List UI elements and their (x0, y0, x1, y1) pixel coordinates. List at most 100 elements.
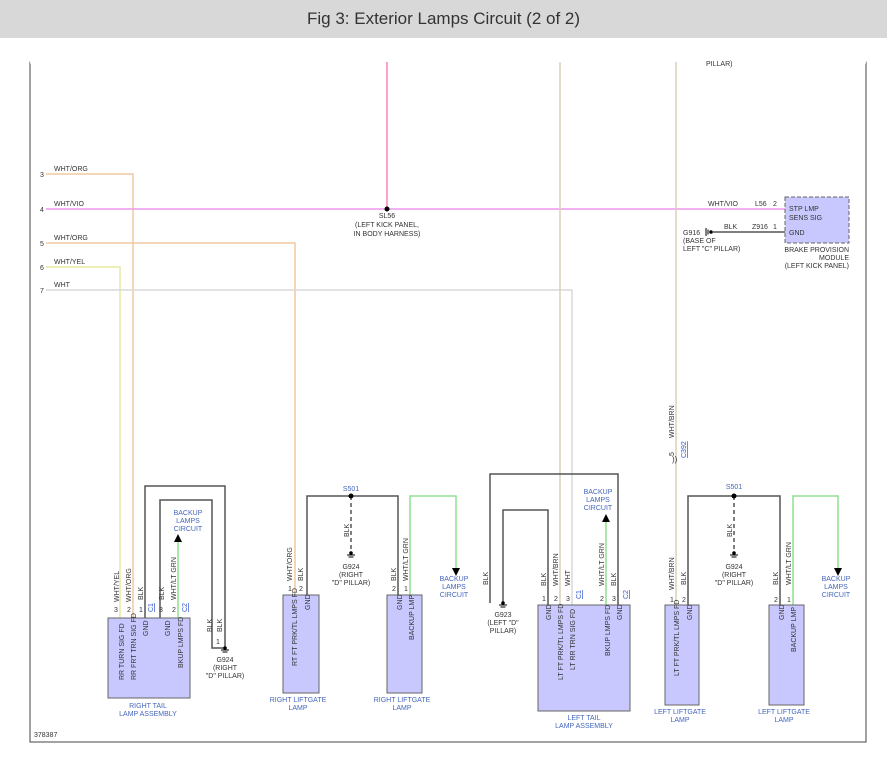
wire-5-color: WHT/ORG (54, 235, 88, 242)
rflp-name2: LAMP (288, 705, 307, 712)
lflp-func-1: LT FT PRK/TL LMPS FD (674, 600, 681, 676)
wire-blk-g923-a (489, 473, 619, 605)
rblp-pin-2: 1 (404, 586, 408, 593)
backup-circuit-2-line2: LAMPS (442, 584, 466, 591)
module-pin-a-num: 2 (773, 201, 777, 208)
wire-wht-vio-right: WHT/VIO (708, 201, 738, 208)
lflp-wire-1: WHT/BRN (669, 557, 676, 590)
sl56-name: SL56 (379, 213, 395, 220)
ltla-pin-5: 3 (612, 596, 616, 603)
g923-name: G923 (494, 612, 511, 619)
rflp-name1: RIGHT LIFTGATE (270, 697, 327, 704)
rtla-pin-3: 1 (139, 607, 143, 614)
rflp-wire-1: WHT/ORG (287, 547, 294, 581)
ground-g924-a-symbol (347, 551, 355, 558)
backup-circuit-3-line2: LAMPS (586, 497, 610, 504)
s501-a-blk: BLK (344, 523, 351, 537)
g924-c-line2: "D" PILLAR) (206, 673, 244, 680)
rblp-wire-1: BLK (391, 567, 398, 581)
ltla-wire-1: BLK (541, 572, 548, 586)
lblp-wire-1: BLK (773, 571, 780, 585)
g924-a-line2: "D" PILLAR) (332, 580, 370, 587)
right-tail-lamp-assembly (107, 617, 191, 699)
rtla-name1: RIGHT TAIL (129, 703, 167, 710)
rtla-wire-1: WHT/YEL (114, 571, 121, 602)
backup-circuit-3-line1: BACKUP (584, 489, 613, 496)
lblp-pin-1: 2 (774, 597, 778, 604)
module-pin-b: Z916 (752, 224, 768, 231)
lblp-func-2: BACKUP LMP (791, 607, 798, 652)
rblp-name1: RIGHT LIFTGATE (374, 697, 431, 704)
backup-circuit-2-line1: BACKUP (440, 576, 469, 583)
g923-line1: (LEFT "D" (487, 620, 519, 627)
rtla-wire-2: WHT/ORG (126, 568, 133, 602)
wire-7-color: WHT (54, 282, 71, 289)
rtla-pin-4: 3 (159, 607, 163, 614)
splice-sl56 (384, 206, 390, 212)
g916-name: G916 (683, 230, 700, 237)
module-name2: MODULE (819, 255, 849, 262)
wire-grn-rblp (409, 495, 457, 595)
wire-6-num: 6 (40, 265, 44, 272)
ltla-wire-3: WHT (565, 569, 572, 586)
module-stp-lmp: STP LMP (789, 206, 819, 213)
module-name3: (LEFT KICK PANEL) (785, 263, 849, 270)
module-pin-a: L56 (755, 201, 767, 208)
backup-circuit-1-line2: LAMPS (176, 518, 200, 525)
ground-g924-c-symbol (221, 646, 229, 653)
wht-brn-num: 5 (669, 452, 676, 456)
ground-g916-symbol (705, 228, 713, 236)
arrow-up-ltla (602, 514, 610, 522)
wire-blk-g923-b (502, 509, 549, 605)
wire-blk-rtla-pin3 (159, 499, 225, 649)
rtla-pin1-right: 1 (216, 639, 220, 646)
sl56-line1: (LEFT KICK PANEL, (355, 222, 419, 229)
module-gnd: GND (789, 230, 805, 237)
ltla-func-4: BKUP LMPS FD (605, 605, 612, 656)
wire-4-color: WHT/VIO (54, 201, 84, 208)
ltla-pin-3: 3 (566, 596, 570, 603)
lblp-wire-2: WHT/LT GRN (786, 542, 793, 585)
wire-3-num: 3 (40, 172, 44, 179)
ltla-wire-2: WHT/BRN (553, 553, 560, 586)
brake-provision-module (784, 196, 850, 244)
lblp-name1: LEFT LIFTGATE (758, 709, 810, 716)
s501-b-label: S501 (726, 484, 742, 491)
backup-circuit-4-line2: LAMPS (824, 584, 848, 591)
g916-line2: LEFT "C" PILLAR) (683, 246, 740, 253)
s501-a-label: S501 (343, 486, 359, 493)
left-liftgate-lamp-b (768, 604, 805, 706)
ltla-c1: C1 (576, 590, 583, 599)
g924-a-line1: (RIGHT (339, 572, 364, 579)
sl56-line2: IN BODY HARNESS) (354, 231, 421, 238)
rblp-pin-1: 2 (392, 586, 396, 593)
g924-b-line1: (RIGHT (722, 572, 747, 579)
module-name1: BRAKE PROVISION (784, 247, 849, 254)
rtla-blk-down2: BLK (217, 618, 224, 632)
wire-grn-lblp (792, 495, 839, 605)
g924-c-name: G924 (216, 657, 233, 664)
rtla-wire-3: BLK (138, 586, 145, 600)
ltla-func-1: GND (546, 604, 553, 620)
ltla-pin-1: 1 (542, 596, 546, 603)
g924-b-name: G924 (725, 564, 742, 571)
lblp-func-1: GND (779, 604, 786, 620)
rflp-pin-2: 2 (299, 586, 303, 593)
module-sens-sig: SENS SIG (789, 215, 822, 222)
ltla-wire-5: BLK (611, 572, 618, 586)
lblp-pin-2: 1 (787, 597, 791, 604)
ltla-wire-4: WHT/LT GRN (599, 543, 606, 586)
figure-header: Fig 3: Exterior Lamps Circuit (2 of 2) (0, 0, 887, 38)
backup-circuit-1-line1: BACKUP (174, 510, 203, 517)
lblp-name2: LAMP (774, 717, 793, 724)
g923-line2: PILLAR) (490, 628, 516, 635)
ltla-func-3: LT RR TRN SIG FD (570, 609, 577, 670)
backup-circuit-3-line3: CIRCUIT (584, 505, 613, 512)
module-pin-b-num: 1 (773, 224, 777, 231)
backup-circuit-2-line3: CIRCUIT (440, 592, 469, 599)
ltla-name1: LEFT TAIL (567, 715, 600, 722)
backup-circuit-4-line3: CIRCUIT (822, 592, 851, 599)
right-liftgate-lamp-b (386, 594, 423, 694)
rtla-func-4: GND (165, 620, 172, 636)
rblp-wire-2: WHT/LT GRN (403, 538, 410, 581)
